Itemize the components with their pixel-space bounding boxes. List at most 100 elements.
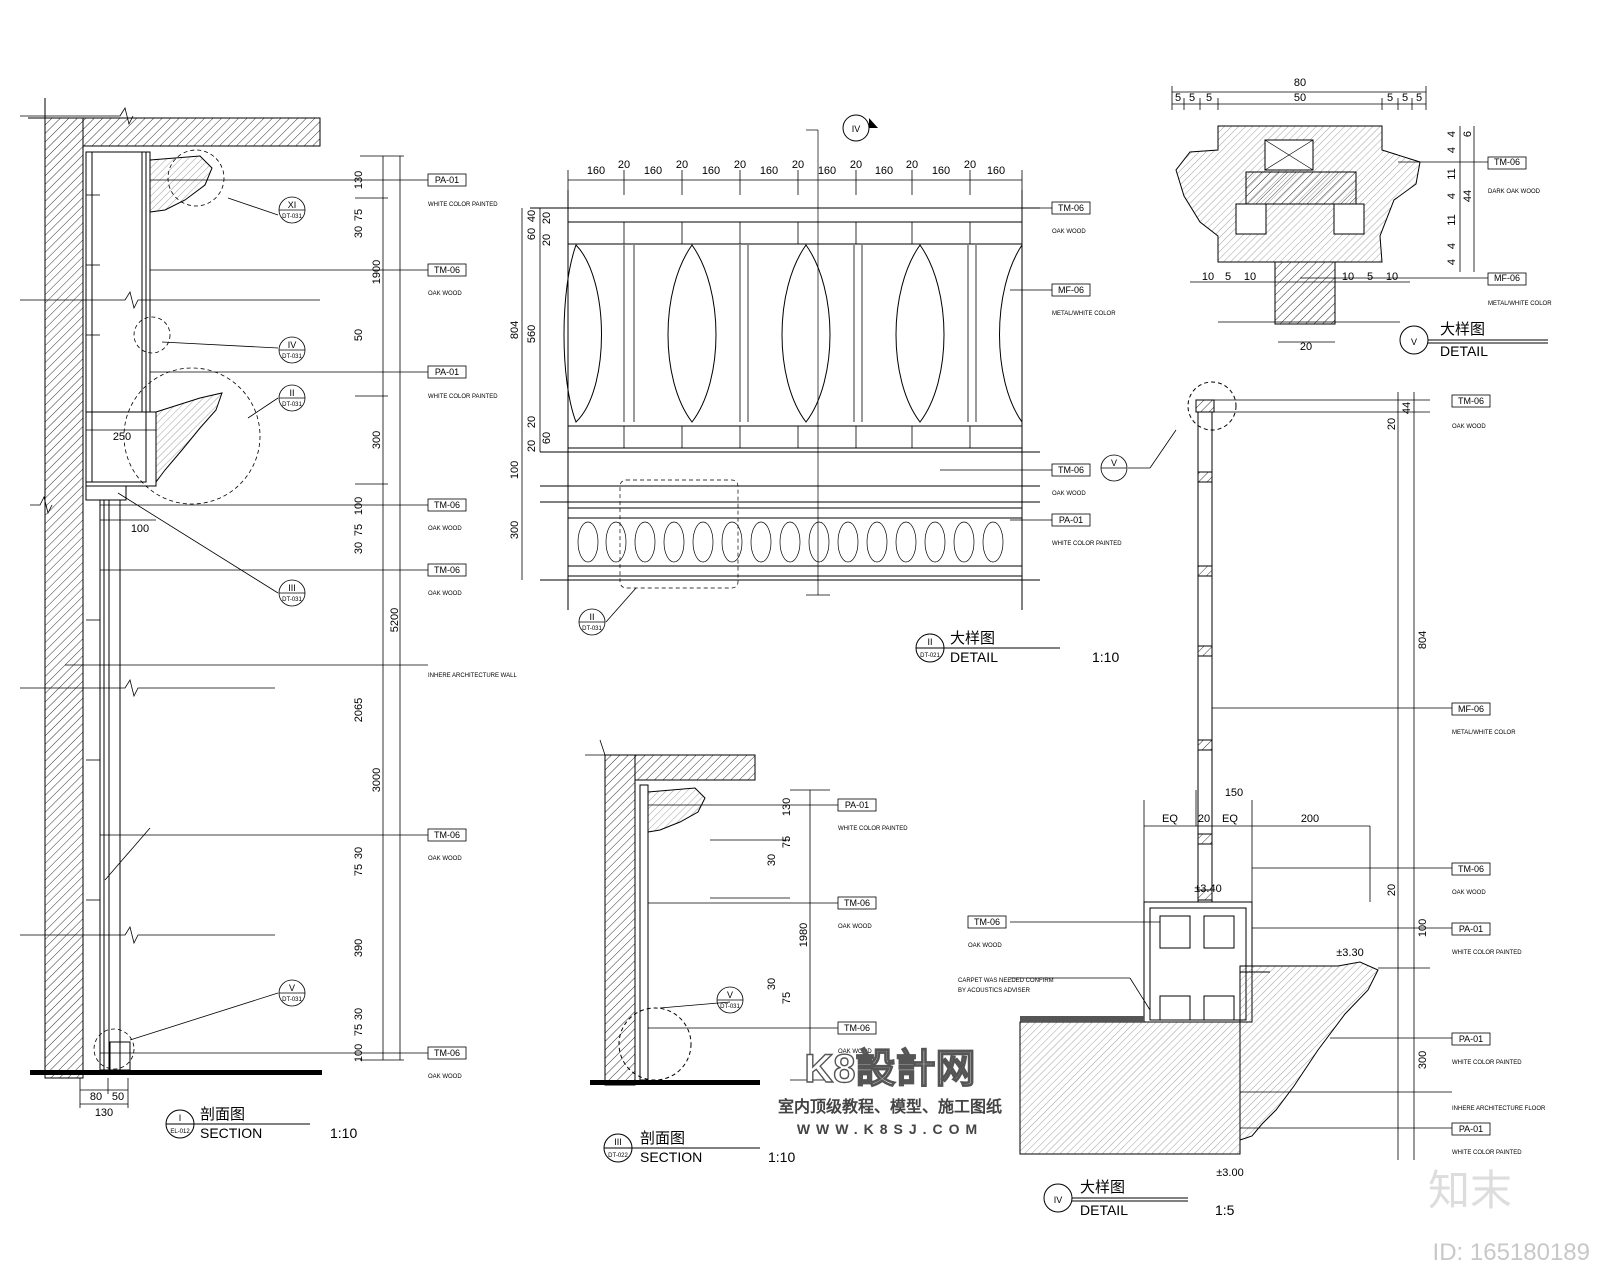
marker-iv-label: IV [852,124,861,134]
dim-75-a: 75 [353,209,365,221]
tag-note-b: OAK WOOD [428,291,462,297]
tag-carpet-1: CARPET WAS NEEDED CONFIRM [958,978,1054,984]
elevation-ii-drawing [530,190,1040,610]
watermark-tagline: 室内顶级教程、模型、施工图纸 [778,1097,1002,1116]
dim-20-11: 20 [526,440,538,452]
tag-note-d: OAK WOOD [428,526,462,532]
dim-20-15: 20 [1198,813,1210,825]
dim-30-a: 30 [353,226,365,238]
tag-note-l: WHITE COLOR PAINTED [838,826,908,832]
wall-hatch [44,117,84,1079]
elevation-ii-lower-band [577,129,1004,596]
tag-note-j: OAK WOOD [1052,491,1086,497]
dim-100-a: 100 [353,497,365,515]
tag-tm06-b: TM-06 [434,500,460,510]
dim-1900: 1900 [371,260,383,284]
title-i-en: SECTION [200,1125,262,1141]
tag-note-f: OAK WOOD [428,856,462,862]
tag-note-m: OAK WOOD [838,924,872,930]
dim-130-b: 130 [95,1107,113,1119]
bubble-ii-b: II [589,612,594,622]
title-iv-scale: 1:5 [1215,1202,1235,1218]
section-i-tags [65,173,467,1060]
bubble-v-b: V [727,990,733,1000]
dim-11-b: 11 [1446,214,1458,225]
dim-5200: 5200 [389,608,401,632]
dim-160-4: 160 [760,165,778,177]
tag-note-n: OAK WOOD [838,1049,872,1055]
title-v-cn: 大样图 [1440,321,1485,338]
dim-20-12: 20 [1300,341,1312,353]
elevation-ii-panel-lines [623,222,977,448]
dim-20-1: 20 [618,159,630,171]
title-iv-cn: 大样图 [1080,1179,1125,1196]
dim-75-f: 75 [781,992,793,1004]
dim-300-a: 300 [371,431,383,449]
dim-60-b: 60 [541,432,553,444]
section-i-title: I EL-012 剖面图 SECTION 1:10 [165,1106,357,1141]
tag-pa01-e: PA-01 [1459,924,1483,934]
dim-20-5: 20 [850,159,862,171]
bubble-iii: III [288,583,296,593]
dim-20-8: 20 [541,212,553,224]
detail-iv-dims: 44 20 804 20 100 300 150 EQ 20 EQ 200 ±3… [1162,402,1429,1179]
dim-804-a: 804 [509,321,521,339]
dim-4-c: 4 [1446,193,1458,199]
title-iv-en: DETAIL [1080,1202,1128,1218]
tag-pa01-g: PA-01 [1459,1124,1483,1134]
tag-note-e: OAK WOOD [428,591,462,597]
title-ii-ref: DT-021 [920,653,940,659]
bubble-ii-a-ref: DT-031 [282,402,302,408]
dim-50-a: 50 [353,329,365,341]
title-i-cn: 剖面图 [200,1106,245,1123]
dim-75-d: 75 [353,1024,365,1036]
tag-tm06-c: TM-06 [434,565,460,575]
title-iii-numeral: III [614,1137,622,1147]
title-i-numeral: I [179,1113,182,1123]
dim-5-f: 5 [1416,92,1422,104]
dim-20-2: 20 [676,159,688,171]
section-iii-drawing [590,754,760,1086]
dim-eq-a: EQ [1162,813,1178,825]
bubble-iv-a-ref: DT-031 [282,354,302,360]
tag-tm06-f: TM-06 [1058,203,1084,213]
elevation-ii-dims: 160 20 160 20 160 20 160 20 160 20 160 2… [509,159,1005,539]
dim-1980: 1980 [798,923,810,947]
floor-line [30,1070,322,1075]
section-i-dim-lines [79,155,404,1108]
lvl-340: ±3.40 [1194,883,1221,895]
bubble-v-b-ref: DT-031 [720,1004,740,1010]
dim-100-b: 100 [353,1044,365,1062]
dim-6: 6 [1462,131,1474,137]
dim-50-b: 50 [112,1091,124,1103]
tag-pa01-d: PA-01 [845,800,869,810]
tag-note-i: METAL/WHITE COLOR [1052,311,1116,317]
dim-100-c: 100 [131,523,149,535]
dim-250: 250 [113,431,131,443]
dim-160-8: 160 [987,165,1005,177]
dim-10-b: 10 [1244,271,1256,283]
dim-300-b: 300 [509,521,521,539]
dim-75-b: 75 [353,524,365,536]
title-iii-ref: DT-022 [608,1153,628,1159]
tag-tm06-a: TM-06 [434,265,460,275]
dim-100-e: 100 [1417,919,1429,937]
tag-tm06-j: TM-06 [1494,157,1520,167]
dim-160-5: 160 [818,165,836,177]
dim-3000: 3000 [371,768,383,792]
tag-tm06-i: TM-06 [844,1023,870,1033]
dim-20-7: 20 [964,159,976,171]
dim-2065: 2065 [353,698,365,722]
tag-note-s: OAK WOOD [1452,890,1486,896]
tag-mf06-c: MF-06 [1458,704,1484,714]
dim-160-2: 160 [644,165,662,177]
tag-carpet-2: BY ACOUSTICS ADVISER [958,988,1031,994]
dim-200: 200 [1301,813,1319,825]
tag-note-floor: INHERE ARCHITECTURE FLOOR [1452,1106,1546,1112]
dim-10-a: 10 [1202,271,1214,283]
tag-note-o: DARK OAK WOOD [1488,189,1541,195]
detail-v-dims: 80 5 5 5 50 5 5 5 10 5 10 10 5 10 20 6 4… [1175,77,1474,353]
k8-watermark: K8設計网 室内顶级教程、模型、施工图纸 WWW.K8SJ.COM [778,1046,1002,1137]
bubble-iv-a: IV [288,340,297,350]
dim-10-d: 10 [1386,271,1398,283]
